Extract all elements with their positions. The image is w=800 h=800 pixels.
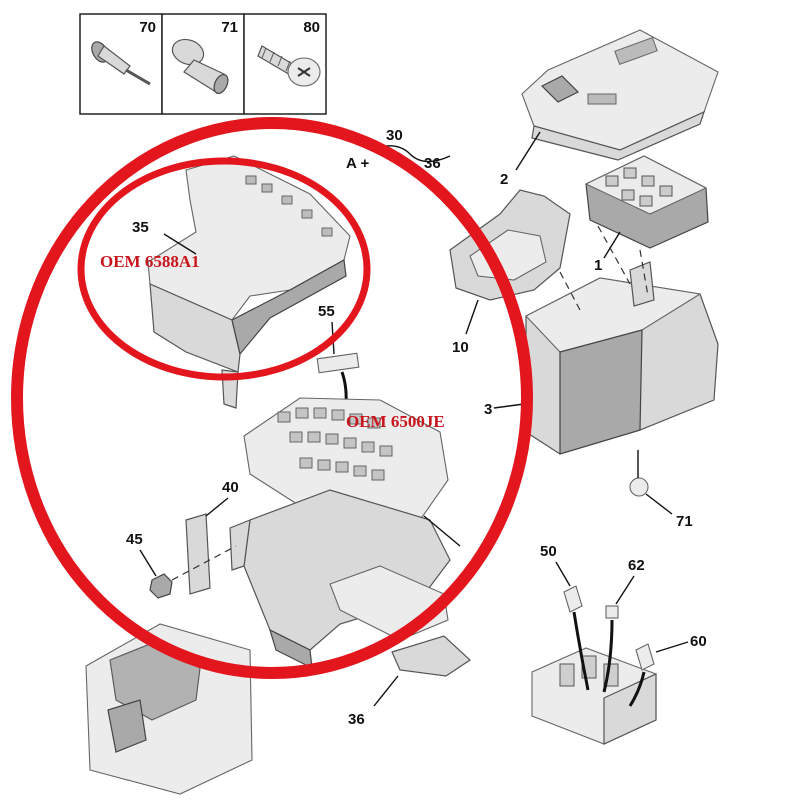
leader-1 bbox=[603, 231, 621, 259]
plastic-plug-icon bbox=[171, 38, 229, 95]
leader-62 bbox=[615, 575, 635, 605]
leader-board-right bbox=[423, 515, 461, 547]
dash-45 bbox=[171, 545, 237, 581]
leader-45 bbox=[139, 549, 157, 577]
fuse-box-tray bbox=[525, 261, 719, 455]
highlight-ring-upper bbox=[77, 157, 371, 381]
oem-label-upper: OEM 6588A1 bbox=[100, 252, 200, 271]
leader-35 bbox=[163, 233, 197, 255]
callout-36-bottom: 36 bbox=[348, 711, 365, 728]
hardware-panel: 70 71 80 bbox=[79, 13, 327, 115]
fuse-50 bbox=[563, 585, 583, 613]
fuse-holder bbox=[531, 585, 657, 745]
callout-35: 35 bbox=[132, 219, 149, 236]
leader-2 bbox=[515, 131, 541, 171]
assembly-dash-2 bbox=[639, 249, 649, 297]
oem-label-lower: OEM 6500JE bbox=[346, 412, 445, 431]
nut-45 bbox=[149, 573, 173, 599]
callout-55: 55 bbox=[318, 303, 335, 320]
bracket-40 bbox=[185, 513, 211, 595]
hardware-label-80: 80 bbox=[303, 19, 320, 36]
callout-45: 45 bbox=[126, 531, 143, 548]
callout-50: 50 bbox=[540, 543, 557, 560]
callout-40: 40 bbox=[222, 479, 239, 496]
leader-10 bbox=[465, 299, 479, 335]
leader-3 bbox=[493, 403, 525, 409]
callout-1: 1 bbox=[594, 257, 602, 274]
callout-36-top: 36 bbox=[424, 155, 441, 172]
callout-71: 71 bbox=[676, 513, 693, 530]
fuse-60 bbox=[635, 643, 655, 671]
leader-50 bbox=[555, 561, 571, 587]
screw-icon bbox=[257, 45, 321, 87]
clip-55 bbox=[316, 352, 360, 374]
fuse-relay-unit bbox=[584, 155, 709, 249]
callout-10: 10 bbox=[452, 339, 469, 356]
callout-62: 62 bbox=[628, 557, 645, 574]
fuse-box-cover bbox=[521, 29, 719, 161]
hardware-label-70: 70 bbox=[139, 19, 156, 36]
main-fuse-board bbox=[229, 397, 451, 670]
callout-3: 3 bbox=[484, 401, 492, 418]
rivet-icon bbox=[91, 41, 151, 86]
callout-30: 30 bbox=[386, 127, 403, 144]
callout-60: 60 bbox=[690, 633, 707, 650]
leader-36-bottom bbox=[373, 675, 399, 707]
mounting-bracket bbox=[449, 189, 571, 301]
hardware-label-71: 71 bbox=[221, 19, 238, 36]
leader-71 bbox=[645, 493, 673, 515]
formula-prefix: A + bbox=[346, 155, 369, 172]
highlight-ring-outer bbox=[11, 117, 533, 679]
leader-60 bbox=[655, 641, 689, 653]
callout-2: 2 bbox=[500, 171, 508, 188]
plug-71 bbox=[629, 477, 649, 497]
fuse-62 bbox=[605, 605, 619, 619]
leader-40 bbox=[205, 497, 229, 517]
